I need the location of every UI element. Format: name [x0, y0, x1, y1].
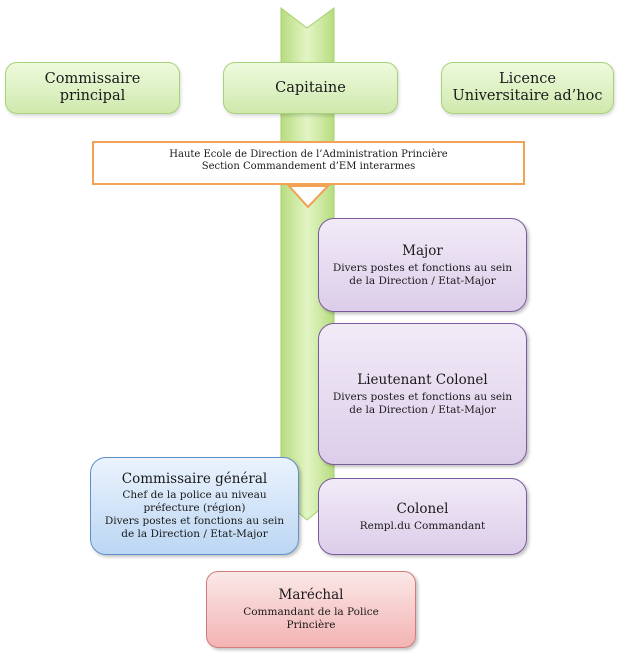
capitaine-label: Capitaine	[275, 79, 346, 96]
commissaire-general-desc-line1: Chef de la police au niveau	[122, 489, 267, 501]
commissaire-principal-line1: Commissaire	[44, 71, 141, 87]
major-desc-line1: Divers postes et fonctions au sein	[332, 261, 513, 274]
lieutenant-colonel-desc-line2: de la Direction / Etat-Major	[349, 403, 496, 416]
lieutenant-colonel-title: Lieutenant Colonel	[357, 371, 488, 388]
colonel-box: Colonel Rempl.du Commandant	[318, 478, 527, 555]
commissaire-general-box: Commissaire général Chef de la police au…	[90, 457, 299, 555]
licence-line1: Licence	[498, 71, 556, 87]
school-down-chevron	[286, 185, 331, 209]
commissaire-general-desc-line3: Divers postes et fonctions au sein	[104, 515, 285, 527]
commissaire-principal-line2: principal	[59, 88, 126, 104]
marechal-desc-line1: Commandant de la Police	[243, 606, 379, 618]
marechal-desc-line2: Princière	[286, 619, 336, 631]
capitaine-box: Capitaine	[223, 62, 398, 114]
licence-box: Licence Universitaire ad’hoc	[441, 62, 614, 114]
lieutenant-colonel-box: Lieutenant Colonel Divers postes et fonc…	[318, 323, 527, 465]
lieutenant-colonel-desc-line1: Divers postes et fonctions au sein	[332, 390, 513, 403]
marechal-box: Maréchal Commandant de la Police Princiè…	[206, 571, 416, 648]
major-box: Major Divers postes et fonctions au sein…	[318, 218, 527, 312]
commissaire-general-desc-line4: de la Direction / Etat-Major	[121, 528, 268, 540]
haute-ecole-line1: Haute Ecole de Direction de l’Administra…	[169, 149, 448, 160]
marechal-title: Maréchal	[278, 587, 344, 603]
haute-ecole-line2: Section Commandement d’EM interarmes	[201, 161, 416, 172]
haute-ecole-box: Haute Ecole de Direction de l’Administra…	[92, 141, 525, 185]
colonel-desc-line1: Rempl.du Commandant	[359, 519, 486, 532]
major-desc-line2: de la Direction / Etat-Major	[349, 274, 496, 287]
commissaire-general-title: Commissaire général	[121, 471, 268, 487]
commissaire-principal-box: Commissaire principal	[5, 62, 180, 114]
commissaire-general-desc-line2: préfecture (région)	[143, 502, 246, 514]
colonel-title: Colonel	[396, 500, 449, 517]
licence-line2: Universitaire ad’hoc	[452, 88, 603, 104]
major-title: Major	[402, 242, 443, 259]
